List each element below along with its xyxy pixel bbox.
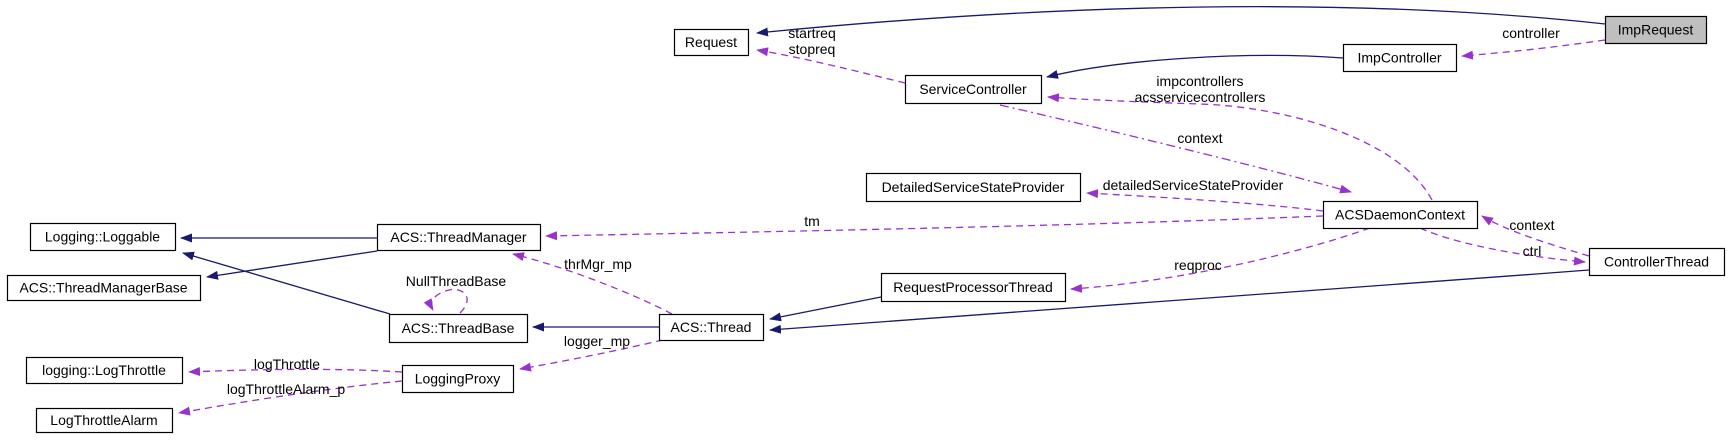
edge-imprequest-impcontroller [1461, 39, 1606, 60]
node-label-logging-proxy: LoggingProxy [415, 371, 501, 387]
node-box-controller-thread[interactable] [1588, 247, 1726, 277]
node-log-throttle-alarm[interactable]: LogThrottleAlarm [35, 407, 174, 434]
node-box-imp-controller[interactable] [1342, 43, 1458, 73]
node-service-controller[interactable]: ServiceController [904, 74, 1043, 105]
node-label-request-processor-thread: RequestProcessorThread [893, 279, 1053, 295]
edge-acsdaemoncontext-controllerthread [1419, 227, 1586, 266]
node-thread-base[interactable]: ACS::ThreadBase [388, 313, 529, 344]
edge-label-acsdaemoncontext-detailedservicestateprovider: detailedServiceStateProvider [1103, 177, 1284, 193]
edge-requestprocessorthread-thread [769, 296, 882, 322]
node-log-throttle[interactable]: logging::LogThrottle [25, 356, 184, 385]
node-request-processor-thread[interactable]: RequestProcessorThread [880, 272, 1067, 303]
node-label-acs-daemon-context: ACSDaemonContext [1335, 207, 1465, 223]
node-label-service-controller: ServiceController [919, 81, 1027, 97]
edge-label-acsdaemoncontext-threadmanager: tm [804, 213, 820, 229]
edge-impcontroller-servicecontroller [1046, 54, 1344, 79]
edge-threadbase-nullthreadbase-self [423, 288, 468, 314]
node-thread[interactable]: ACS::Thread [658, 313, 765, 342]
node-label-controller-thread: ControllerThread [1604, 254, 1709, 270]
edge-acsdaemoncontext-requestprocessorthread [1070, 227, 1371, 293]
node-thread-manager-base[interactable]: ACS::ThreadManagerBase [6, 274, 202, 302]
node-box-log-throttle[interactable] [25, 356, 184, 385]
node-label-imp-request: ImpRequest [1618, 22, 1694, 38]
node-box-thread[interactable] [658, 313, 765, 342]
node-loggable[interactable]: Logging::Loggable [29, 222, 177, 252]
node-box-thread-base[interactable] [388, 313, 529, 344]
node-label-thread-manager-base: ACS::ThreadManagerBase [19, 280, 187, 296]
edge-label-loggingproxy-logthrottle: logThrottle [254, 356, 320, 372]
edge-thread-threadmanager [512, 252, 673, 315]
edge-imprequest-request [756, 6, 1606, 37]
edge-threadbase-loggable [182, 251, 391, 315]
node-box-imp-request[interactable] [1604, 15, 1708, 45]
edge-acsdaemoncontext-threadmanager [545, 215, 1324, 241]
node-box-log-throttle-alarm[interactable] [35, 407, 174, 434]
node-box-loggable[interactable] [29, 222, 177, 252]
node-label-request: Request [685, 34, 737, 50]
edge-acsdaemoncontext-detailedservicestateprovider [1086, 189, 1324, 212]
edge-loggingproxy-logthrottlealarm [178, 380, 403, 416]
node-box-logging-proxy[interactable] [401, 364, 515, 394]
node-acs-daemon-context[interactable]: ACSDaemonContext [1322, 200, 1479, 230]
node-label-loggable: Logging::Loggable [45, 229, 160, 245]
node-box-service-controller[interactable] [904, 74, 1043, 105]
edge-label-imprequest-impcontroller: controller [1502, 25, 1560, 41]
node-box-request-processor-thread[interactable] [880, 272, 1067, 303]
node-label-log-throttle: logging::LogThrottle [42, 362, 166, 378]
node-logging-proxy[interactable]: LoggingProxy [401, 364, 515, 394]
node-label-thread-manager: ACS::ThreadManager [390, 229, 527, 245]
node-label-thread-base: ACS::ThreadBase [402, 320, 515, 336]
node-label-imp-controller: ImpController [1357, 50, 1441, 66]
edge-label-acsdaemoncontext-controllerthread: ctrl [1523, 243, 1542, 259]
edge-loggingproxy-logthrottle [188, 367, 403, 377]
edges-layer [178, 6, 1606, 416]
edge-acsdaemoncontext-servicecontroller [1047, 93, 1433, 201]
edge-servicecontroller-request [756, 47, 906, 84]
node-request[interactable]: Request [673, 28, 750, 57]
node-box-detailed-service-state-provider[interactable] [865, 172, 1082, 203]
node-detailed-service-state-provider[interactable]: DetailedServiceStateProvider [865, 172, 1082, 203]
edge-label-thread-loggingproxy: logger_mp [564, 333, 630, 349]
node-box-acs-daemon-context[interactable] [1322, 200, 1479, 230]
edge-label-acsdaemoncontext-requestprocessorthread: reqproc [1174, 257, 1221, 273]
edge-servicecontroller-acsdaemoncontext [999, 104, 1352, 194]
edge-thread-loggingproxy [519, 339, 664, 372]
node-label-log-throttle-alarm: LogThrottleAlarm [50, 412, 157, 428]
node-imp-controller[interactable]: ImpController [1342, 43, 1458, 73]
node-label-thread: ACS::Thread [671, 319, 752, 335]
node-thread-manager[interactable]: ACS::ThreadManager [376, 223, 542, 252]
edge-threadmanager-threadmanagerbase [206, 250, 378, 280]
edge-label-controllerthread-acsdaemoncontext: context [1509, 217, 1554, 233]
node-box-request[interactable] [673, 28, 750, 57]
edge-controllerthread-acsdaemoncontext [1481, 215, 1590, 257]
edge-label-thread-threadmanager: thrMgr_mp [564, 256, 632, 272]
edge-label-loggingproxy-logthrottlealarm: logThrottleAlarm_p [227, 381, 345, 397]
node-controller-thread[interactable]: ControllerThread [1588, 247, 1726, 277]
node-box-thread-manager-base[interactable] [6, 274, 202, 302]
edge-label-threadbase-nullthreadbase-self: NullThreadBase [406, 273, 507, 289]
node-label-detailed-service-state-provider: DetailedServiceStateProvider [882, 179, 1065, 195]
edge-label-servicecontroller-acsdaemoncontext: context [1177, 130, 1222, 146]
node-box-thread-manager[interactable] [376, 223, 542, 252]
node-imp-request[interactable]: ImpRequest [1604, 15, 1708, 45]
edge-controllerthread-thread [769, 269, 1590, 334]
